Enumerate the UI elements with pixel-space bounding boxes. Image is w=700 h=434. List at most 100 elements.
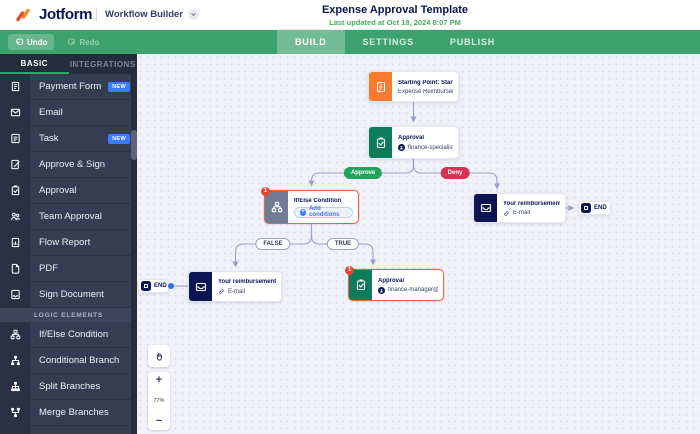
add-conditions-label: Add conditions — [309, 206, 340, 218]
sidebar-item-label: Approve & Sign — [39, 159, 106, 170]
jotform-logo-icon — [16, 8, 30, 21]
link-icon — [504, 210, 509, 216]
approval-node-1[interactable]: Approval finance-specialist@co... — [368, 126, 459, 159]
sidebar-item-merge-branches[interactable]: Merge Branches — [0, 400, 137, 426]
plus-icon: + — [300, 208, 307, 216]
sidebar-item-task[interactable]: Task NEW — [0, 126, 137, 152]
pdf-icon — [0, 256, 30, 281]
chevron-down-icon[interactable] — [188, 9, 199, 20]
node-title: Starting Point: Start Point — [398, 79, 453, 86]
sidebar-item-payment-form[interactable]: Payment Form NEW — [0, 74, 137, 100]
sidebar-item-label: Payment Form — [39, 81, 102, 92]
flow-report-icon — [0, 230, 30, 255]
end-icon — [581, 203, 591, 213]
new-badge: NEW — [108, 81, 130, 92]
redo-label: Redo — [79, 37, 100, 47]
approval-icon — [0, 178, 30, 203]
connector-dot[interactable] — [168, 283, 174, 289]
add-conditions-button[interactable]: + Add conditions — [294, 206, 353, 218]
zoom-out-button[interactable]: − — [155, 415, 163, 427]
end-icon — [141, 281, 151, 291]
edge-label-deny[interactable]: Deny — [440, 167, 470, 179]
team-approval-icon — [0, 204, 30, 229]
redo-icon — [68, 37, 76, 45]
sidebar-item-label: Email — [39, 107, 63, 118]
sidebar-item-conditional-branch[interactable]: Conditional Branch — [0, 348, 137, 374]
redo-button[interactable]: Redo — [60, 34, 106, 50]
sidebar-item-approve-sign[interactable]: Approve & Sign — [0, 152, 137, 178]
logo-text: Jotform — [39, 6, 93, 23]
merge-branches-icon — [0, 400, 30, 425]
email-icon — [0, 100, 30, 125]
email-node-deny[interactable]: Your reimbursement request E-mail — [473, 193, 566, 223]
sidebar-item-label: Approval — [39, 185, 77, 196]
conditional-branch-icon — [0, 348, 30, 373]
sidebar-item-end[interactable]: End — [0, 426, 137, 434]
sidebar-scrollbar-thumb[interactable] — [131, 130, 137, 160]
tab-settings[interactable]: SETTINGS — [362, 37, 414, 47]
workflow-edges — [174, 102, 575, 287]
start-point-node[interactable]: Starting Point: Start Point Expense Reim… — [368, 71, 459, 102]
sidebar-item-label: Conditional Branch — [39, 355, 120, 366]
builder-tabs: BUILD SETTINGS PUBLISH — [276, 30, 513, 54]
zoom-level: 77% — [153, 398, 165, 404]
payment-form-icon — [0, 74, 30, 99]
builder-toolbar: Undo Redo BUILD SETTINGS PUBLISH — [0, 30, 700, 54]
sidebar-item-label: Split Branches — [39, 381, 101, 392]
pan-tool-button[interactable] — [148, 345, 170, 367]
end-node-right[interactable]: END — [578, 201, 611, 215]
split-branches-icon — [0, 374, 30, 399]
sidebar-item-pdf[interactable]: PDF — [0, 256, 137, 282]
sidebar-item-if-else[interactable]: If/Else Condition — [0, 322, 137, 348]
undo-icon — [16, 37, 24, 45]
new-badge: NEW — [108, 133, 130, 144]
last-updated-text: Last updated at Oct 18, 2024 8:07 PM — [329, 18, 461, 27]
workflow-canvas[interactable]: Approve Deny FALSE TRUE Starting Point: … — [137, 54, 700, 434]
app-name: Workflow Builder — [105, 9, 183, 20]
sidebar-item-approval[interactable]: Approval — [0, 178, 137, 204]
end-node-left[interactable]: END — [138, 279, 169, 293]
sidebar-item-flow-report[interactable]: Flow Report — [0, 230, 137, 256]
sidebar-item-label: Merge Branches — [39, 407, 109, 418]
approval-node-2[interactable]: 1 Approval finance-manager@co... — [345, 266, 444, 301]
sidebar-item-sign-document[interactable]: Sign Document — [0, 282, 137, 308]
hand-icon — [156, 352, 162, 361]
app-header: Jotform Workflow Builder Expense Approva… — [0, 0, 700, 30]
edge-label-false[interactable]: FALSE — [255, 238, 291, 250]
sidebar-item-label: Sign Document — [39, 289, 104, 300]
node-title: If/Else Condition — [294, 197, 342, 204]
jotform-logo[interactable]: Jotform — [14, 6, 92, 24]
node-title: Approval — [398, 135, 425, 141]
sidebar-item-email[interactable]: Email — [0, 100, 137, 126]
avatar-icon — [378, 286, 385, 294]
end-label: END — [594, 205, 607, 211]
sidebar-item-label: Task — [39, 133, 59, 144]
edge-label-approve[interactable]: Approve — [343, 167, 383, 179]
sidebar-item-split-branches[interactable]: Split Branches — [0, 374, 137, 400]
email-node-false[interactable]: Your reimbursement request E-mail — [188, 271, 282, 302]
tab-publish[interactable]: PUBLISH — [449, 37, 496, 47]
sidebar-tab-basic[interactable]: BASIC — [0, 54, 69, 74]
approval-icon — [349, 270, 372, 300]
zoom-in-button[interactable]: + — [155, 374, 163, 386]
link-icon — [219, 289, 224, 294]
email-icon — [474, 194, 497, 222]
undo-label: Undo — [27, 37, 48, 47]
sidebar-scrollbar[interactable] — [131, 74, 137, 434]
page-title: Expense Approval Template — [321, 4, 469, 16]
if-else-condition-node[interactable]: 1 If/Else Condition + Add conditions — [261, 187, 359, 224]
avatar-icon — [398, 144, 405, 151]
sidebar-tab-integrations[interactable]: INTEGRATIONS — [69, 59, 136, 69]
undo-button[interactable]: Undo — [8, 34, 55, 50]
edge-label-true[interactable]: TRUE — [326, 238, 360, 250]
tab-build[interactable]: BUILD — [276, 30, 345, 54]
sidebar-item-team-approval[interactable]: Team Approval — [0, 204, 137, 230]
email-icon — [189, 272, 212, 301]
node-title: Approval — [378, 277, 405, 284]
approve-sign-icon — [0, 152, 30, 177]
error-count-badge: 1 — [345, 266, 354, 275]
sidebar-item-label: End — [30, 426, 56, 434]
sidebar-item-label: Flow Report — [39, 237, 91, 248]
node-title: Your reimbursement request — [218, 279, 276, 285]
sidebar-item-label: PDF — [39, 263, 58, 274]
